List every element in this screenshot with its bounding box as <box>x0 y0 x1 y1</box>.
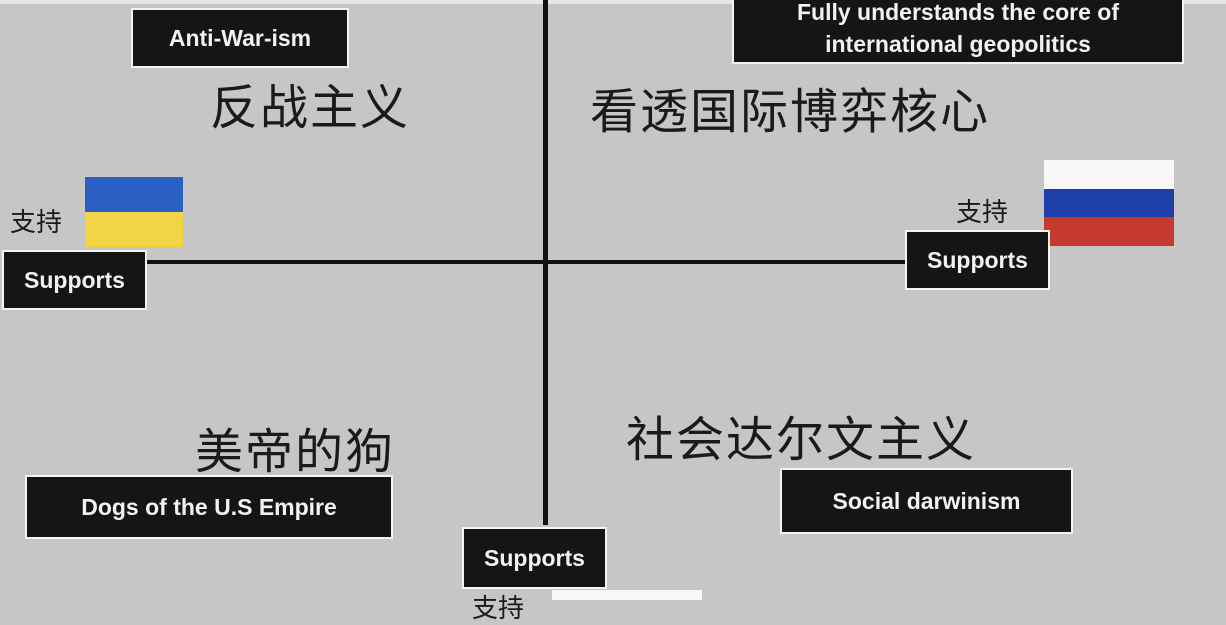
social-darwinism-label: Social darwinism <box>780 468 1073 534</box>
anti-war-label: Anti-War-ism <box>131 8 349 68</box>
us-dogs-label: Dogs of the U.S Empire <box>25 475 393 539</box>
geopolitics-chinese: 看透国际博弈核心 <box>590 84 991 140</box>
left-supports-label: Supports <box>2 250 147 310</box>
ukraine-flag-icon <box>85 177 183 247</box>
horizontal-axis <box>145 260 910 264</box>
bottom-support-chinese: 支持 <box>472 594 525 624</box>
anti-war-chinese: 反战主义 <box>210 80 411 136</box>
bottom-flag-icon <box>552 590 702 600</box>
top-edge <box>0 0 1226 4</box>
social-darwinism-chinese: 社会达尔文主义 <box>626 412 977 468</box>
russia-flag-icon <box>1044 160 1174 247</box>
left-support-chinese: 支持 <box>10 208 63 238</box>
right-supports-label: Supports <box>905 230 1050 290</box>
geopolitics-label: Fully understands the core of internatio… <box>732 0 1184 64</box>
us-dogs-chinese: 美帝的狗 <box>195 424 396 480</box>
bottom-supports-label: Supports <box>462 527 607 589</box>
right-support-chinese: 支持 <box>956 198 1009 228</box>
